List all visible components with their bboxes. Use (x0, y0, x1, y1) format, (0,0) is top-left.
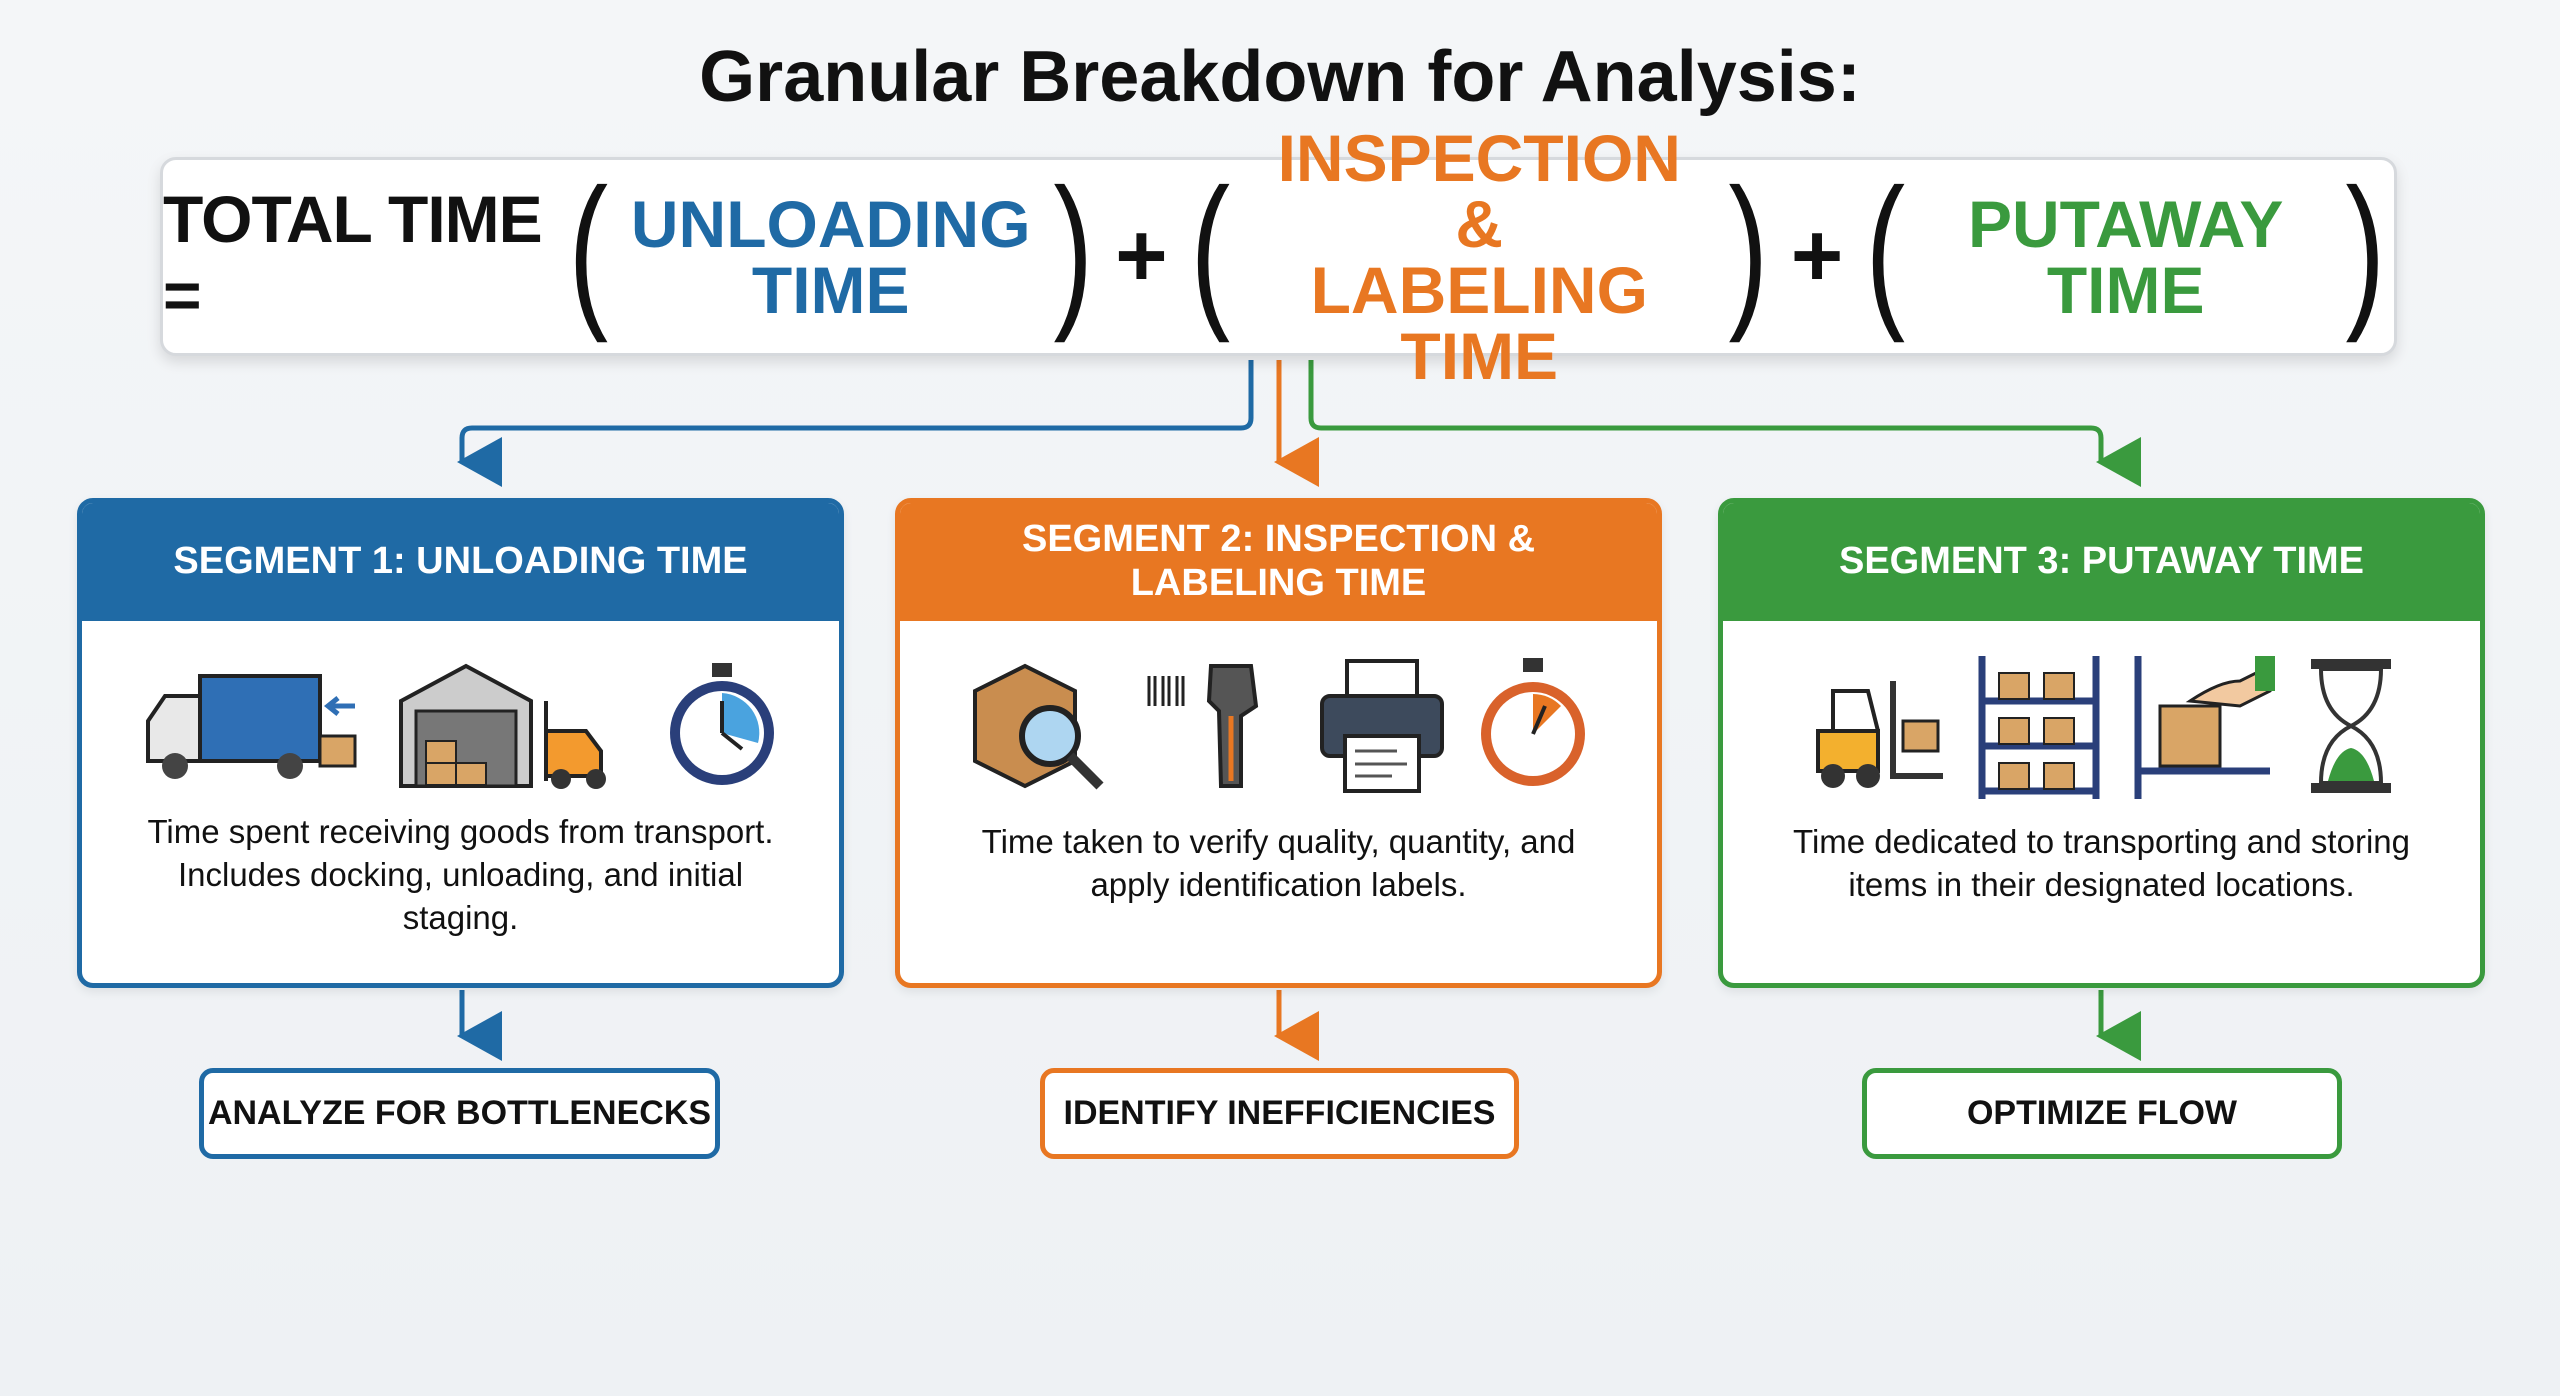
analyze-bottlenecks-button[interactable]: ANALYZE FOR BOTTLENECKS (199, 1068, 720, 1159)
plus-sign: + (1115, 206, 1168, 306)
box-inspect-icon (972, 663, 1104, 790)
stopwatch-icon (669, 663, 774, 785)
segment-2-card: SEGMENT 2: INSPECTION & LABELING TIME Ti… (895, 498, 1662, 988)
forklift-icon (1815, 681, 1943, 788)
connector-green (1308, 360, 2141, 487)
plus-sign: + (1790, 206, 1844, 306)
optimize-flow-button[interactable]: OPTIMIZE FLOW (1862, 1068, 2342, 1159)
truck-icon (145, 674, 356, 779)
hourglass-icon (2310, 659, 2391, 793)
segment-2-description: Time taken to verify quality, quantity, … (981, 823, 1576, 903)
page-title: Granular Breakdown for Analysis: (699, 37, 1861, 117)
segment-2-title: SEGMENT 2: INSPECTION & LABELING TIME (900, 503, 1657, 621)
term-line: LABELING TIME (1310, 252, 1648, 393)
segment-1-description: Time spent receiving goods from transpor… (147, 813, 774, 936)
identify-inefficiencies-button[interactable]: IDENTIFY INEFFICIENCIES (1040, 1068, 1519, 1159)
open-paren: ( (1865, 153, 1906, 344)
segment-3-description: Time dedicated to transporting and stori… (1793, 823, 2410, 903)
printer-icon (1319, 659, 1444, 793)
term-line: TIME (2046, 252, 2205, 327)
close-paren: ) (1728, 153, 1769, 344)
open-paren: ( (1190, 153, 1230, 344)
close-paren: ) (1053, 153, 1093, 344)
hand-box-icon (2134, 656, 2275, 799)
open-paren: ( (568, 153, 609, 344)
formula-term-inspection: INSPECTION &LABELING TIME (1252, 125, 1706, 389)
warehouse-icon (398, 663, 606, 789)
shelving-icon (1978, 656, 2099, 799)
close-paren: ) (2345, 153, 2386, 344)
segment-3-title: SEGMENT 3: PUTAWAY TIME (1723, 503, 2480, 621)
segment-1-card: SEGMENT 1: UNLOADING TIME Time spent rec… (77, 498, 844, 988)
segment-1-title: SEGMENT 1: UNLOADING TIME (82, 503, 839, 621)
formula-lhs: TOTAL TIME = (163, 181, 543, 332)
term-line: UNLOADING (630, 186, 1031, 261)
segment-3-card: SEGMENT 3: PUTAWAY TIME Time dedicated t… (1718, 498, 2485, 988)
stopwatch-icon (1480, 658, 1585, 786)
term-line: PUTAWAY (1967, 186, 2284, 261)
barcode-scanner-icon (1147, 664, 1258, 788)
term-line: TIME (751, 252, 910, 327)
connector-blue (457, 360, 1254, 487)
term-line: INSPECTION & (1277, 120, 1681, 261)
